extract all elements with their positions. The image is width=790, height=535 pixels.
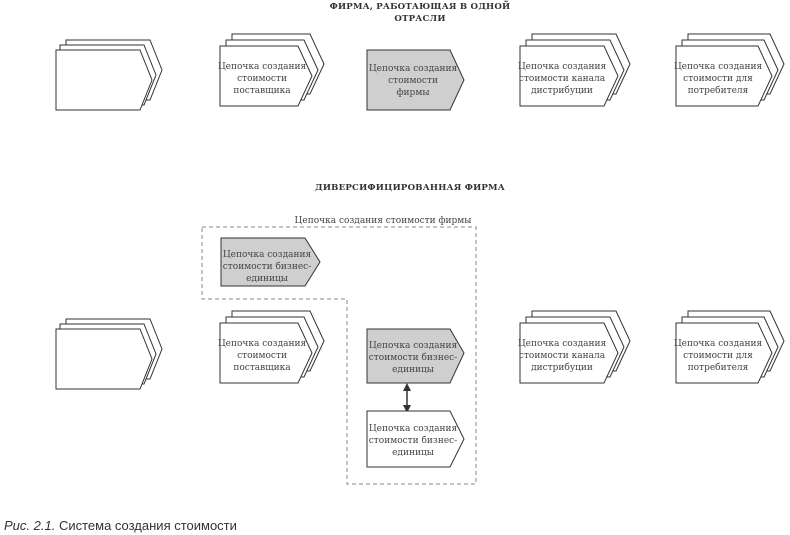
business-unit-chevron-lower: Цепочка создания стоимости бизнес- едини… (366, 410, 465, 468)
bottom-unlabeled-stack (55, 318, 163, 390)
bottom-consumer-label-2: стоимости для (683, 351, 753, 361)
header-diversified-firm: ДИВЕРСИФИЦИРОВАННАЯ ФИРМА (315, 183, 505, 193)
top-consumer-stack: Цепочка создания стоимости для потребите… (674, 33, 785, 107)
top-firm-chevron: Цепочка создания стоимости фирмы (366, 49, 465, 111)
top-consumer-label-1: Цепочка создания (674, 62, 763, 72)
top-unlabeled-stack (55, 39, 163, 111)
top-firm-label-3: фирмы (397, 88, 430, 98)
business-unit-chevron-upper: Цепочка создания стоимости бизнес- едини… (220, 237, 321, 287)
firm-boundary-label: Цепочка создания стоимости фирмы (295, 216, 472, 226)
bottom-consumer-label-3: потребителя (688, 362, 749, 373)
bottom-channel-label-2: стоимости канала (519, 351, 606, 361)
bottom-channel-stack: Цепочка создания стоимости канала дистри… (518, 310, 631, 384)
bottom-channel-label-3: дистрибуции (531, 362, 593, 373)
top-supplier-stack: Цепочка создания стоимости поставщика (218, 33, 325, 107)
bottom-supplier-label-3: поставщика (233, 363, 291, 373)
bottom-consumer-label-1: Цепочка создания (674, 339, 763, 349)
bottom-supplier-label-2: стоимости (237, 351, 287, 361)
top-firm-label-2: стоимости (388, 76, 438, 86)
figure-caption-text: Система создания стоимости (58, 518, 237, 533)
bu-lower-label-1: Цепочка создания (369, 424, 458, 434)
top-firm-label-1: Цепочка создания (369, 64, 458, 74)
top-supplier-label-1: Цепочка создания (218, 62, 307, 72)
top-consumer-label-3: потребителя (688, 85, 749, 96)
top-channel-label-1: Цепочка создания (518, 62, 607, 72)
header-single-industry-line1: ФИРМА, РАБОТАЮЩАЯ В ОДНОЙ (330, 0, 511, 12)
firm-boundary-dashed (201, 226, 477, 485)
bu-lower-label-2: стоимости бизнес- (369, 435, 457, 446)
bu-upper-label-3: единицы (246, 274, 288, 284)
bottom-supplier-label-1: Цепочка создания (218, 339, 307, 349)
bottom-channel-label-1: Цепочка создания (518, 339, 607, 349)
header-single-industry-line2: ОТРАСЛИ (394, 14, 445, 24)
top-supplier-label-2: стоимости (237, 74, 287, 84)
bottom-supplier-stack: Цепочка создания стоимости поставщика (218, 310, 325, 384)
bu-upper-label-1: Цепочка создания (223, 250, 312, 260)
bu-middle-label-1: Цепочка создания (369, 341, 458, 351)
bu-upper-label-2: стоимости бизнес- (223, 261, 311, 272)
bottom-consumer-stack: Цепочка создания стоимости для потребите… (674, 310, 785, 384)
figure-caption: Рис. 2.1. Система создания стоимости (4, 518, 237, 533)
bu-lower-label-3: единицы (392, 448, 434, 458)
bu-middle-label-3: единицы (392, 365, 434, 375)
figure-caption-prefix: Рис. 2.1. (4, 518, 56, 533)
bu-middle-label-2: стоимости бизнес- (369, 352, 457, 363)
top-supplier-label-3: поставщика (233, 86, 291, 96)
top-channel-stack: Цепочка создания стоимости канала дистри… (518, 33, 631, 107)
top-consumer-label-2: стоимости для (683, 74, 753, 84)
business-unit-chevron-middle: Цепочка создания стоимости бизнес- едини… (366, 328, 465, 384)
top-channel-label-3: дистрибуции (531, 85, 593, 96)
top-channel-label-2: стоимости канала (519, 74, 606, 84)
